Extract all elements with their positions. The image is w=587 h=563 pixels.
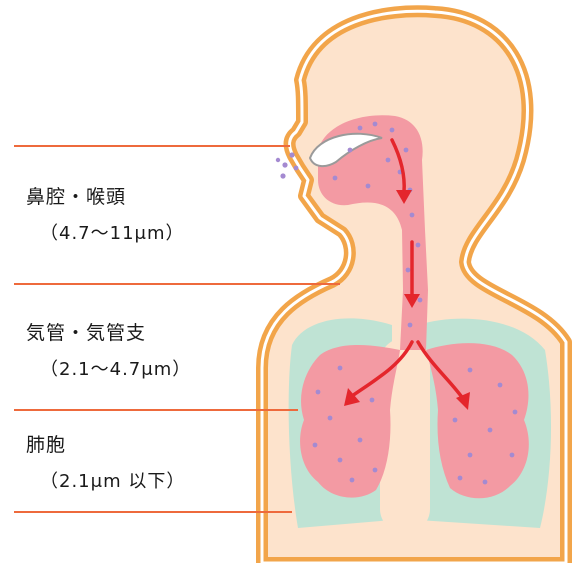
region-name: 鼻腔・喉頭 [0,182,280,209]
region-label-trachea-bronchi: 気管・気管支 （2.1〜4.7μm） [0,318,280,381]
region-particle-size: （2.1〜4.7μm） [0,355,280,381]
region-particle-size: （4.7〜11μm） [0,219,280,245]
region-label-nasal-larynx: 鼻腔・喉頭 （4.7〜11μm） [0,182,280,245]
region-name: 肺胞 [0,430,280,457]
region-name: 気管・気管支 [0,318,280,345]
region-particle-size: （2.1μm 以下） [0,467,280,493]
region-label-alveoli: 肺胞 （2.1μm 以下） [0,430,280,493]
